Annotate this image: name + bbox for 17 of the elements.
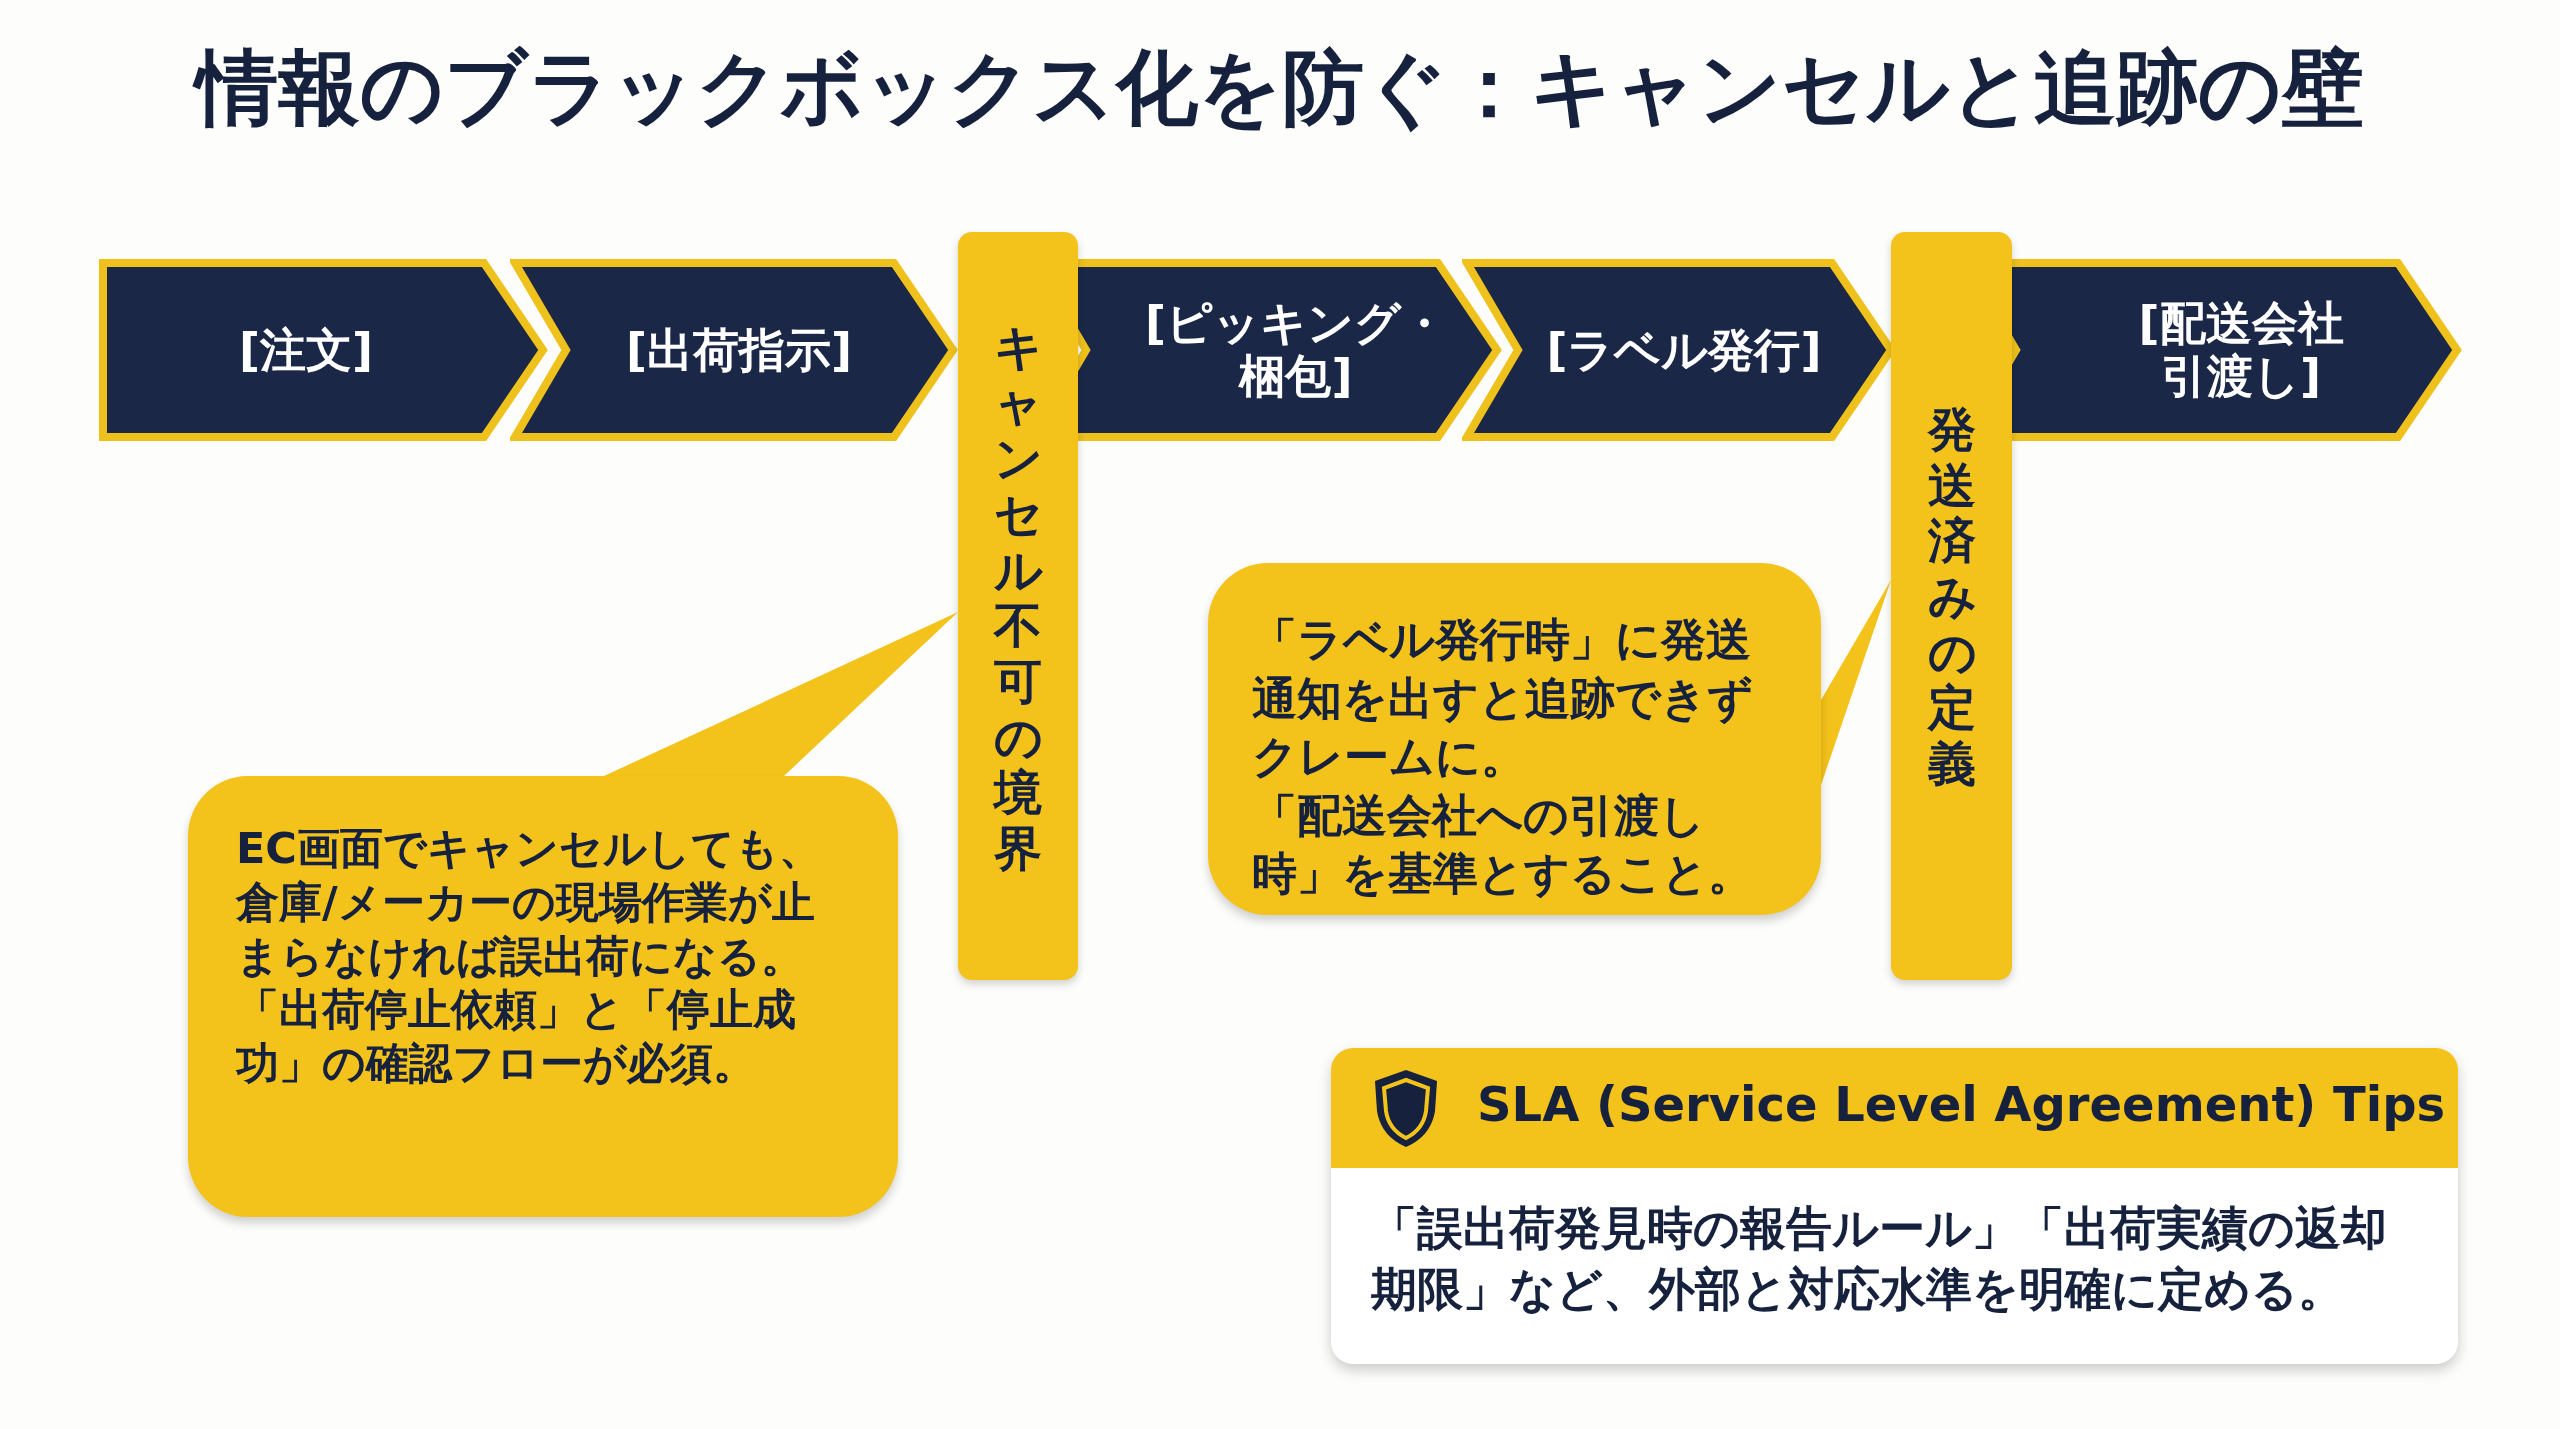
tips-text: 「誤出荷発見時の報告ルール」「出荷実績の返却期限」など、外部と対応水準を明確に定める。 — [1371, 1200, 2388, 1318]
callout-tail — [1821, 580, 1891, 785]
step-label: [配送会社引渡し] — [2137, 297, 2345, 403]
tips-card — [1331, 1048, 2458, 1364]
wall-bar — [958, 232, 1078, 980]
bubble-text: 「出荷停止依頼」と「停止成功」の確認フローが必須。 — [236, 983, 797, 1090]
callout-tail — [604, 612, 958, 776]
bubble-text: 「配送会社への引渡し時」を基準とすること。 — [1252, 787, 1754, 902]
page-title: 情報のブラックボックス化を防ぐ：キャンセルと追跡の壁 — [0, 34, 2560, 144]
step-label: [出荷指示] — [625, 323, 852, 377]
card-title: SLA (Service Level Agreement) Tips — [1477, 1076, 2446, 1132]
wall-label: キャンセル不可の境界 — [994, 320, 1042, 879]
step-label: [注文] — [238, 323, 373, 377]
wall-label: 発送済みの定義 — [1927, 402, 1976, 794]
step-label: [ピッキング・梱包] — [1144, 297, 1448, 403]
bubble-text: EC画面でキャンセルしても、倉庫/メーカーの現場作業が止まらなければ誤出荷になる。 — [236, 822, 823, 983]
bubble-text: 「ラベル発行時」に発送通知を出すと追跡できずクレームに。 — [1252, 612, 1754, 785]
